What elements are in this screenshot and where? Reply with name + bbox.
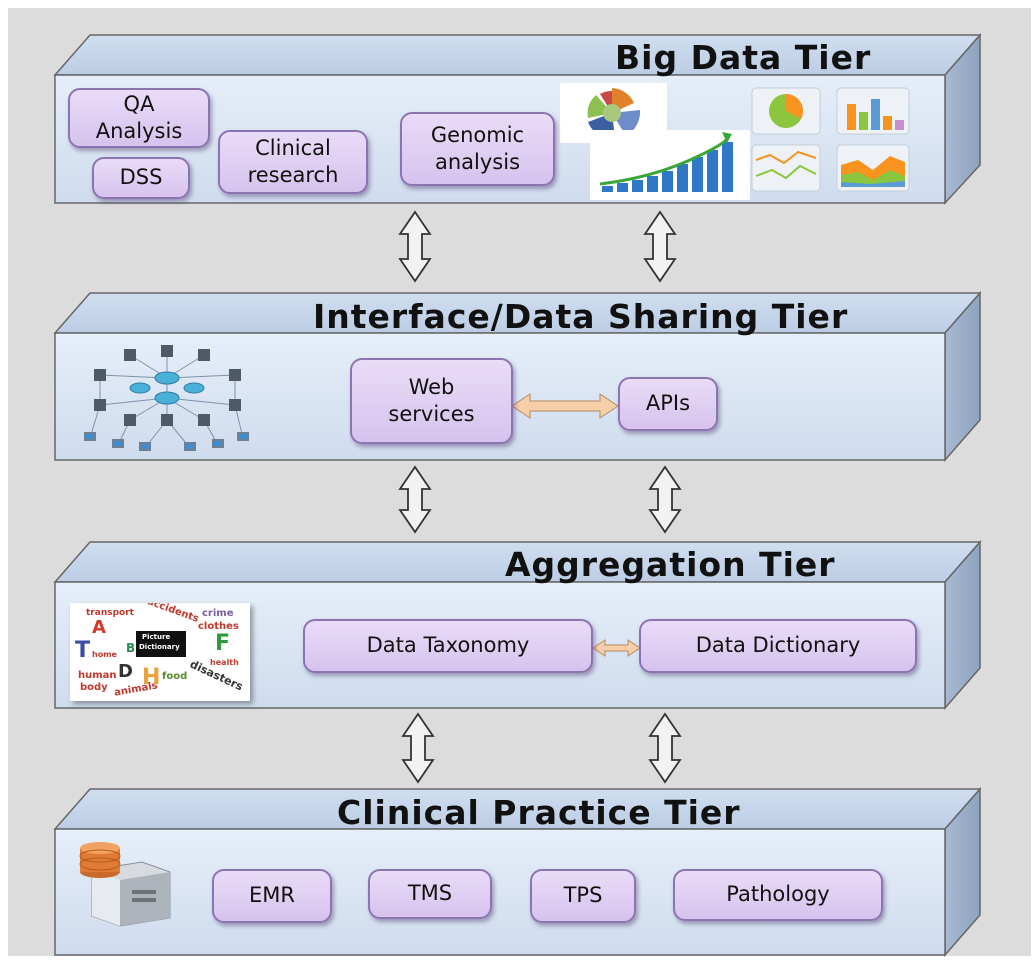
apis-label: APIs bbox=[645, 391, 691, 416]
aggregation-tier-title: Aggregation Tier bbox=[505, 545, 836, 584]
double-arrow-icon bbox=[643, 210, 677, 283]
double-arrow-icon bbox=[398, 210, 432, 283]
clinical-research-box: Clinical research bbox=[218, 130, 368, 194]
qa-analysis-line1: QA bbox=[123, 91, 155, 116]
tps-box: TPS bbox=[530, 869, 636, 923]
web-services-line2: services bbox=[388, 402, 475, 426]
bar-chart-icon bbox=[836, 87, 910, 135]
line-chart-icon bbox=[751, 144, 821, 192]
clinical-research-line2: research bbox=[247, 163, 339, 187]
web-services-line1: Web bbox=[408, 374, 455, 399]
pathology-label: Pathology bbox=[726, 882, 830, 907]
rising-bar-chart-icon bbox=[590, 130, 750, 200]
picture-dictionary-image: transport accidents crime clothes A T ho… bbox=[70, 603, 250, 701]
double-arrow-icon bbox=[648, 465, 682, 534]
apis-box: APIs bbox=[618, 377, 718, 431]
tms-label: TMS bbox=[407, 881, 453, 906]
area-chart-icon bbox=[836, 144, 910, 192]
clinical-research-line1: Clinical bbox=[255, 135, 331, 160]
qa-analysis-box: QA Analysis bbox=[68, 88, 210, 148]
data-dictionary-box: Data Dictionary bbox=[639, 619, 917, 673]
dss-label: DSS bbox=[119, 165, 163, 190]
database-server-icon bbox=[79, 842, 171, 927]
data-taxonomy-label: Data Taxonomy bbox=[366, 633, 530, 658]
pie-chart-icon bbox=[751, 87, 821, 135]
network-icon bbox=[84, 345, 249, 451]
clinical-practice-tier-block bbox=[53, 787, 982, 957]
genomic-analysis-box: Genomic analysis bbox=[400, 112, 555, 186]
clinical-practice-tier-title: Clinical Practice Tier bbox=[337, 793, 741, 832]
double-arrow-icon bbox=[648, 712, 682, 784]
tps-label: TPS bbox=[563, 883, 603, 908]
emr-label: EMR bbox=[249, 883, 295, 908]
data-taxonomy-box: Data Taxonomy bbox=[303, 619, 593, 673]
qa-analysis-line2: Analysis bbox=[95, 119, 183, 143]
interface-tier-title: Interface/Data Sharing Tier bbox=[313, 297, 849, 336]
genomic-analysis-line2: analysis bbox=[434, 150, 521, 174]
tms-box: TMS bbox=[368, 869, 492, 919]
double-arrow-icon bbox=[398, 465, 432, 534]
double-arrow-icon bbox=[401, 712, 435, 784]
data-dictionary-label: Data Dictionary bbox=[695, 633, 861, 658]
emr-box: EMR bbox=[212, 869, 332, 923]
dss-box: DSS bbox=[92, 157, 190, 199]
big-data-tier-title: Big Data Tier bbox=[615, 38, 872, 77]
web-services-box: Web services bbox=[350, 358, 513, 444]
pathology-box: Pathology bbox=[673, 869, 883, 921]
genomic-analysis-line1: Genomic bbox=[430, 122, 525, 147]
